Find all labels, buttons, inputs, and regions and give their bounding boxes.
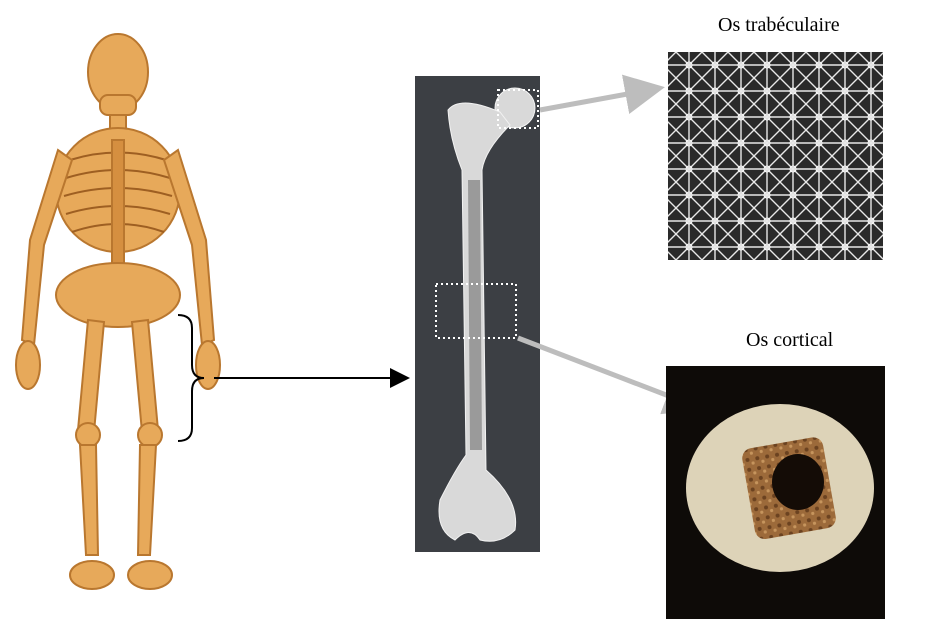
right-arm [164, 150, 214, 345]
cortical-photo [666, 366, 885, 619]
right-hand [196, 341, 220, 389]
left-tibia [80, 445, 98, 555]
left-arm [22, 150, 72, 345]
left-femur [78, 320, 104, 432]
right-tibia [138, 445, 156, 555]
left-knee [76, 423, 100, 447]
femur-canal [468, 180, 482, 450]
right-femur [132, 320, 158, 432]
right-knee [138, 423, 162, 447]
trabecular-label: Os trabéculaire [718, 14, 840, 37]
pelvis [56, 263, 180, 327]
left-foot [70, 561, 114, 589]
cortical-label: Os cortical [746, 329, 833, 352]
arrow-to-trabecular [540, 88, 660, 110]
jaw [100, 95, 136, 115]
spine [112, 140, 124, 270]
right-foot [128, 561, 172, 589]
skeleton-figure [16, 34, 220, 589]
trabecular-photo [668, 52, 883, 260]
left-hand [16, 341, 40, 389]
